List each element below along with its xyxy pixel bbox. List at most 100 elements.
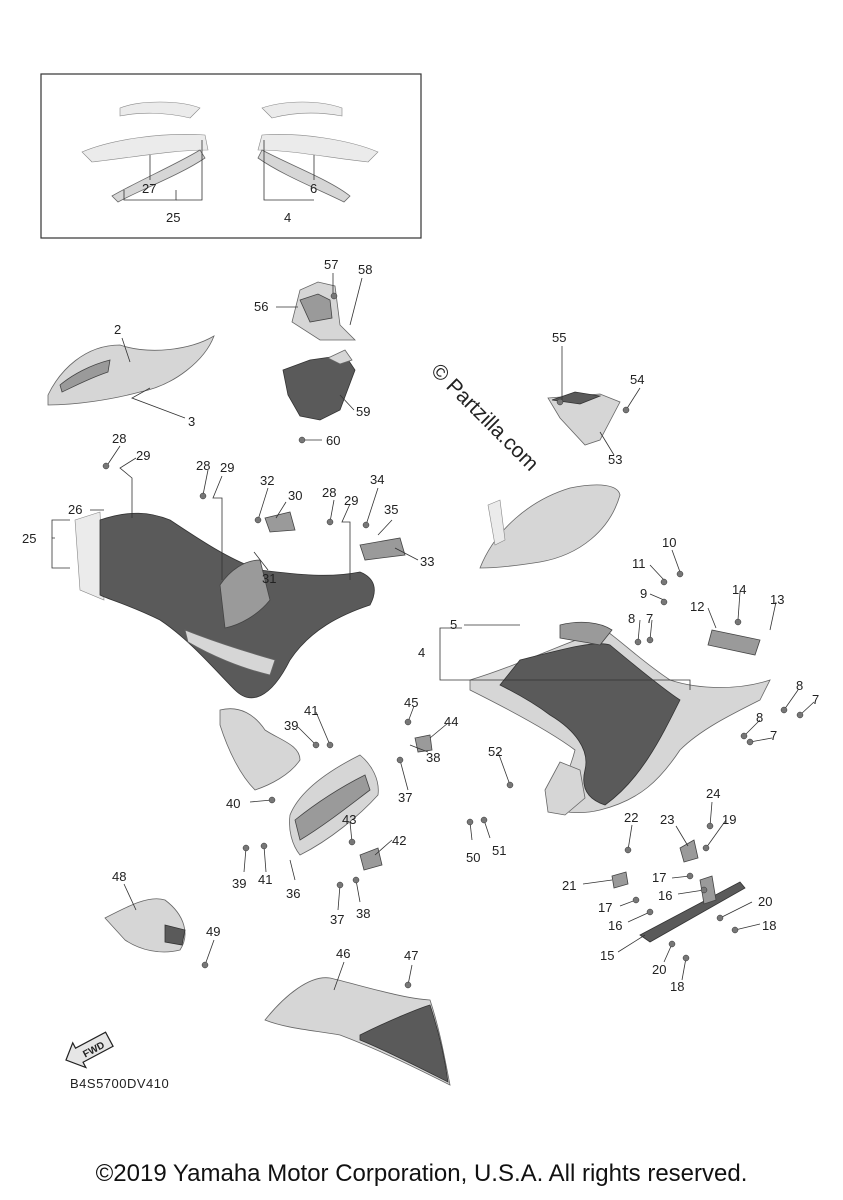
- inset-leaders: [123, 140, 315, 201]
- callout-13: 13: [770, 592, 784, 607]
- callout-18a: 18: [762, 918, 776, 933]
- callout-21: 21: [562, 878, 576, 893]
- callout-12: 12: [690, 599, 704, 614]
- callout-7a: 7: [646, 611, 653, 626]
- callout-35: 35: [384, 502, 398, 517]
- part-center-cowling: [479, 484, 621, 569]
- callout-44: 44: [444, 714, 458, 729]
- part-56-bracket: [291, 281, 356, 341]
- part-48-bracket: [104, 898, 186, 953]
- part-23-bracket: [679, 839, 699, 863]
- part-59-duct: [282, 349, 356, 421]
- callout-23: 23: [660, 812, 674, 827]
- callout-54: 54: [630, 372, 644, 387]
- callout-7c: 7: [770, 728, 777, 743]
- inset-frame: [40, 73, 422, 239]
- watermark: © Partzilla.com: [426, 359, 542, 475]
- drawing-code: B4S5700DV410: [70, 1076, 169, 1091]
- callout-4: 4: [418, 645, 425, 660]
- callout-39a: 39: [284, 718, 298, 733]
- callout-59: 59: [356, 404, 370, 419]
- part-21-bracket: [611, 871, 629, 889]
- callout-57: 57: [324, 257, 338, 272]
- callout-inset-4: 4: [284, 210, 291, 225]
- callout-25: 25: [22, 531, 36, 546]
- callout-40: 40: [226, 796, 240, 811]
- callout-28a: 28: [112, 431, 126, 446]
- callout-16a: 16: [658, 888, 672, 903]
- callout-29b: 29: [220, 460, 234, 475]
- callout-42: 42: [392, 833, 406, 848]
- callout-8c: 8: [756, 710, 763, 725]
- callout-37a: 37: [398, 790, 412, 805]
- part-12-bracket: [707, 629, 761, 656]
- callout-inset-6: 6: [310, 181, 317, 196]
- fasteners: [102, 292, 804, 989]
- part-25-left-cowling: [74, 511, 375, 699]
- callout-56: 56: [254, 299, 268, 314]
- copyright-notice: ©2019 Yamaha Motor Corporation, U.S.A. A…: [95, 1160, 748, 1187]
- callout-20b: 20: [652, 962, 666, 977]
- part-30-bracket: [264, 511, 296, 533]
- callout-33: 33: [420, 554, 434, 569]
- callout-31: 31: [262, 571, 276, 586]
- inset-left-cowling: [81, 101, 209, 203]
- callout-18b: 18: [670, 979, 684, 994]
- callout-49: 49: [206, 924, 220, 939]
- part-2-panel: [47, 335, 215, 406]
- callout-43: 43: [342, 812, 356, 827]
- leader-lines: [51, 273, 815, 991]
- callout-30: 30: [288, 488, 302, 503]
- part-4-right-cowling: [469, 621, 771, 814]
- callout-55: 55: [552, 330, 566, 345]
- callout-29c: 29: [344, 493, 358, 508]
- callout-60: 60: [326, 433, 340, 448]
- callout-58: 58: [358, 262, 372, 277]
- callout-47: 47: [404, 948, 418, 963]
- callout-14: 14: [732, 582, 746, 597]
- callout-26: 26: [68, 502, 82, 517]
- callout-7b: 7: [812, 692, 819, 707]
- inset-right-cowling: [257, 101, 379, 203]
- callout-51: 51: [492, 843, 506, 858]
- callout-17a: 17: [652, 870, 666, 885]
- callout-34: 34: [370, 472, 384, 487]
- callout-41b: 41: [258, 872, 272, 887]
- part-33-bracket: [359, 537, 406, 561]
- callout-24: 24: [706, 786, 720, 801]
- callout-15: 15: [600, 948, 614, 963]
- callout-inset-25: 25: [166, 210, 180, 225]
- fwd-arrow-icon: FWD: [65, 1031, 114, 1069]
- callout-32: 32: [260, 473, 274, 488]
- part-46-lower-cowling: [264, 977, 451, 1086]
- callout-48: 48: [112, 869, 126, 884]
- callout-38a: 38: [426, 750, 440, 765]
- callout-41a: 41: [304, 703, 318, 718]
- callout-29a: 29: [136, 448, 150, 463]
- callout-10: 10: [662, 535, 676, 550]
- callout-36: 36: [286, 886, 300, 901]
- callout-inset-27: 27: [142, 181, 156, 196]
- callout-16b: 16: [608, 918, 622, 933]
- callout-28c: 28: [322, 485, 336, 500]
- callout-2: 2: [114, 322, 121, 337]
- callout-9: 9: [640, 586, 647, 601]
- callout-8a: 8: [628, 611, 635, 626]
- callout-50: 50: [466, 850, 480, 865]
- callout-5: 5: [450, 617, 457, 632]
- callout-11: 11: [632, 556, 646, 571]
- callout-53: 53: [608, 452, 622, 467]
- callout-45: 45: [404, 695, 418, 710]
- callout-52: 52: [488, 744, 502, 759]
- callout-19: 19: [722, 812, 736, 827]
- part-15-bar: [639, 875, 746, 943]
- callout-46: 46: [336, 946, 350, 961]
- callout-39b: 39: [232, 876, 246, 891]
- part-36-inner-panel: [289, 754, 379, 856]
- callout-22: 22: [624, 810, 638, 825]
- callout-8b: 8: [796, 678, 803, 693]
- part-53-bracket: [547, 391, 621, 446]
- part-lower-duct: [219, 708, 301, 791]
- callout-20a: 20: [758, 894, 772, 909]
